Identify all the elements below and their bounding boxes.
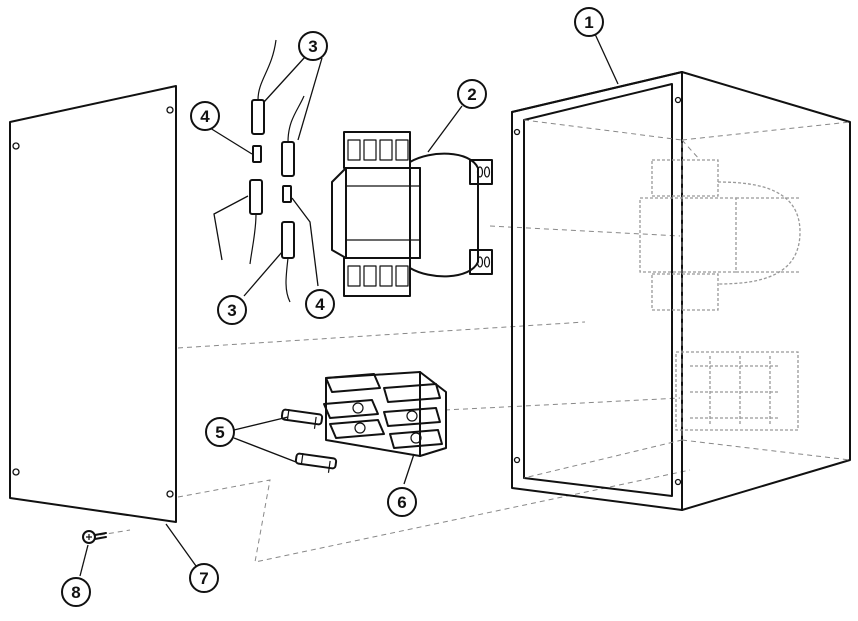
callout-8: 8 <box>61 577 91 607</box>
callout-3-top-label: 3 <box>308 37 317 56</box>
top-terminals <box>347 139 409 161</box>
callout-2-label: 2 <box>467 85 476 104</box>
ghost-transformer <box>639 159 801 311</box>
callout-6: 6 <box>387 487 417 517</box>
transformer <box>331 131 493 297</box>
bottom-terminals <box>347 265 409 287</box>
callout-7-label: 7 <box>199 569 208 588</box>
fuse-leads <box>249 39 305 303</box>
callout-3-bottom: 3 <box>217 295 247 325</box>
callout-4-right-label: 4 <box>315 295 325 314</box>
fuse-block <box>323 371 447 457</box>
callout-1: 1 <box>574 7 604 37</box>
callout-5: 5 <box>205 417 235 447</box>
callout-4-right: 4 <box>305 289 335 319</box>
cartridge-fuses <box>280 408 338 473</box>
callout-6-label: 6 <box>397 493 406 512</box>
assembly-lines <box>99 225 691 563</box>
callout-2: 2 <box>457 79 487 109</box>
enclosure <box>511 71 851 511</box>
callout-4-left-label: 4 <box>200 107 210 126</box>
callout-4-left: 4 <box>190 101 220 131</box>
callout-7: 7 <box>189 563 219 593</box>
callout-8-label: 8 <box>71 583 80 602</box>
screw <box>82 530 107 544</box>
callout-3-bottom-label: 3 <box>227 301 236 320</box>
callout-1-label: 1 <box>584 13 593 32</box>
ghost-fuse-block <box>675 351 799 431</box>
leader-lines <box>79 33 619 577</box>
callout-3-top: 3 <box>298 31 328 61</box>
callout-5-label: 5 <box>215 423 224 442</box>
cover-panel <box>9 85 177 523</box>
